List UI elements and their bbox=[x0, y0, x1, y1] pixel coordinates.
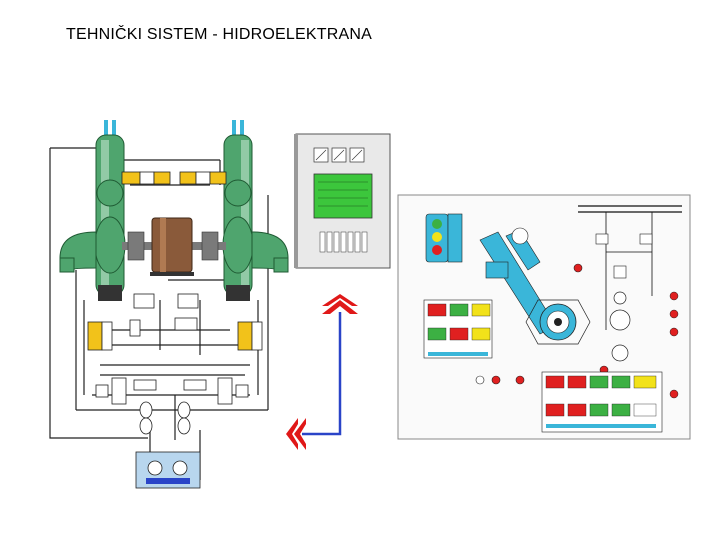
hydraulic-valves bbox=[87, 171, 263, 405]
oil-tank bbox=[135, 451, 201, 489]
turbine-right bbox=[222, 120, 289, 301]
signal-line bbox=[302, 312, 342, 436]
control-cabinet bbox=[294, 133, 391, 269]
generator bbox=[122, 217, 226, 276]
hydraulic-schematic bbox=[49, 147, 269, 480]
control-panel bbox=[397, 194, 691, 440]
double-chevron-left-icon bbox=[286, 418, 306, 450]
turbine-left bbox=[59, 120, 126, 301]
page-title: TEHNIČKI SISTEM - HIDROELEKTRANA bbox=[66, 26, 372, 43]
double-chevron-up-icon bbox=[322, 294, 358, 314]
accumulators bbox=[139, 401, 191, 435]
